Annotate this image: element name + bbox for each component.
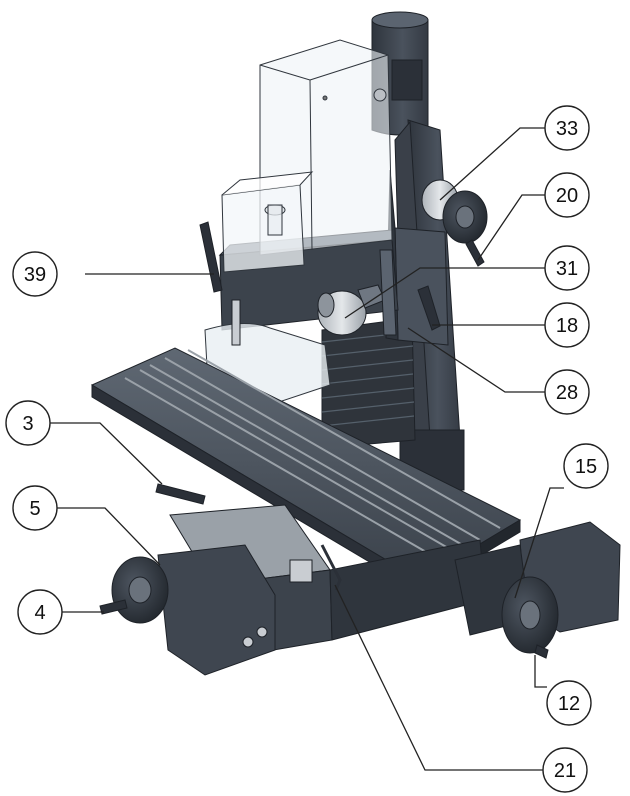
table-lock-lever [155,483,206,505]
callout-20-label: 20 [556,185,578,207]
leader-12 [534,655,547,688]
rack [379,249,397,336]
leader-3 [50,422,163,485]
callout-4: 4 [17,589,63,635]
x-axis-handwheel-left [99,544,276,676]
callout-18: 18 [544,302,590,348]
callout-3: 3 [5,400,51,446]
spindle-lever [199,221,223,293]
fine-feed-hub [317,284,386,336]
leader-lines [50,127,564,771]
machine-illustration [90,11,621,676]
callout-39-label: 39 [24,264,46,286]
callout-33: 33 [544,105,590,151]
callout-5: 5 [12,485,58,531]
callout-21-label: 21 [554,760,576,782]
callout-21: 21 [542,747,588,793]
spindle-guard-box [221,171,314,273]
z-axis-handwheel [421,179,488,267]
callout-15-label: 15 [575,456,597,478]
callout-39: 39 [12,251,58,297]
callout-3-label: 3 [22,413,33,435]
table-bracket [289,544,342,591]
callout-33-label: 33 [556,118,578,140]
head-lock-lever [417,285,441,331]
callout-20: 20 [544,172,590,218]
leader-31 [344,267,545,319]
leader-20 [477,194,545,261]
callout-31: 31 [544,245,590,291]
callout-31-label: 31 [556,258,578,280]
y-axis-drive-right [454,521,621,659]
callout-28: 28 [544,369,590,415]
callout-18-label: 18 [556,315,578,337]
leader-33 [439,127,545,201]
leader-5 [57,507,161,566]
callout-12: 12 [546,680,592,726]
callout-12-label: 12 [558,693,580,715]
callout-4-label: 4 [34,602,45,624]
leader-21 [334,584,543,771]
work-table [90,347,522,593]
callout-bubbles: 33 20 39 31 18 28 3 15 [5,105,609,793]
callout-28-label: 28 [556,382,578,404]
callout-5-label: 5 [29,498,40,520]
column-bellows [321,317,416,449]
leader-28 [407,327,545,393]
callout-15: 15 [563,443,609,489]
leader-15 [514,487,564,599]
